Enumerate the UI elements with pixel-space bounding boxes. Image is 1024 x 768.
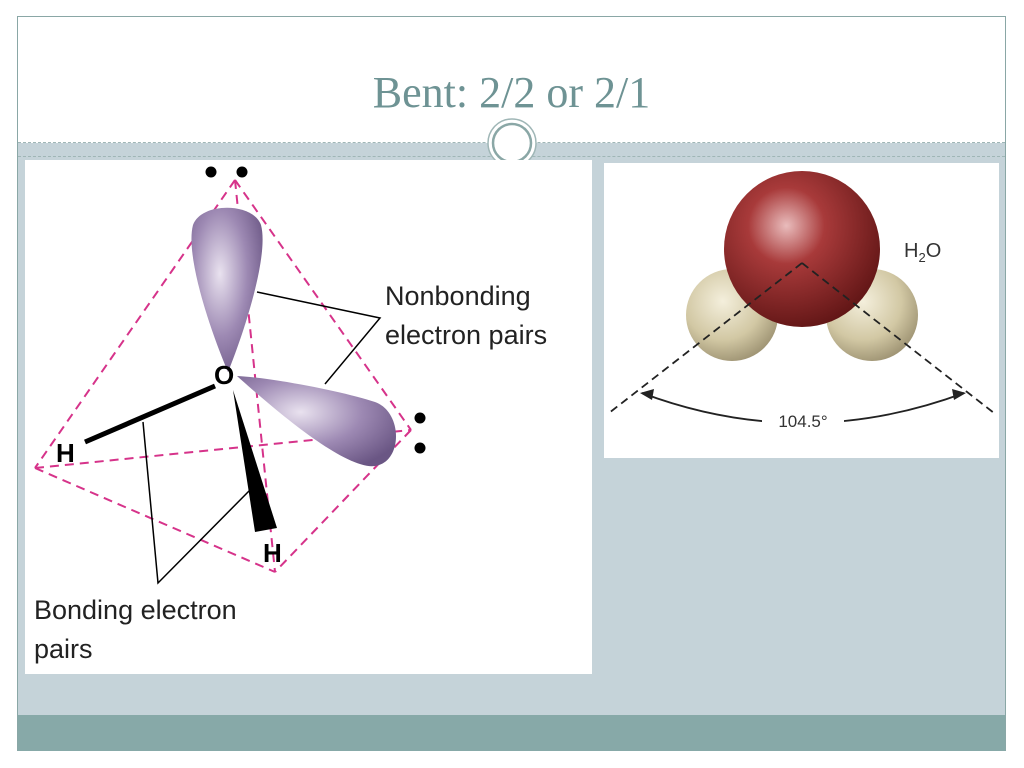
formula-label: H2O — [904, 240, 941, 265]
atom-label-o: O — [214, 360, 234, 390]
slide-title: Bent: 2/2 or 2/1 — [372, 68, 651, 117]
angle-arrow-left — [640, 389, 654, 400]
label-bonding-line2: pairs — [34, 634, 93, 664]
label-nonbonding-line2: electron pairs — [385, 320, 547, 350]
bond-o-h1 — [84, 383, 216, 445]
label-bonding-line1: Bonding electron — [34, 595, 237, 625]
electron-pair-diagram: O H H Nonbonding electron pairs Bonding … — [25, 160, 592, 674]
angle-arrow-right — [952, 389, 966, 400]
oxygen-sphere — [724, 171, 880, 327]
water-molecule-image: 104.5° H2O — [604, 163, 999, 458]
bond-o-h2-wedge — [233, 390, 277, 532]
atom-label-h1: H — [56, 438, 75, 468]
nonbonding-lobe-top — [191, 207, 263, 372]
label-nonbonding-line1: Nonbonding — [385, 281, 531, 311]
bottom-bar — [18, 715, 1005, 751]
circle-ornament-icon — [487, 118, 537, 168]
pointer-lines — [142, 291, 382, 585]
lone-pair-dots — [205, 166, 426, 454]
angle-label: 104.5° — [778, 412, 827, 431]
bond-angle-lines — [608, 262, 995, 414]
atom-label-h2: H — [263, 538, 282, 568]
nonbonding-lobe-right — [237, 376, 396, 467]
